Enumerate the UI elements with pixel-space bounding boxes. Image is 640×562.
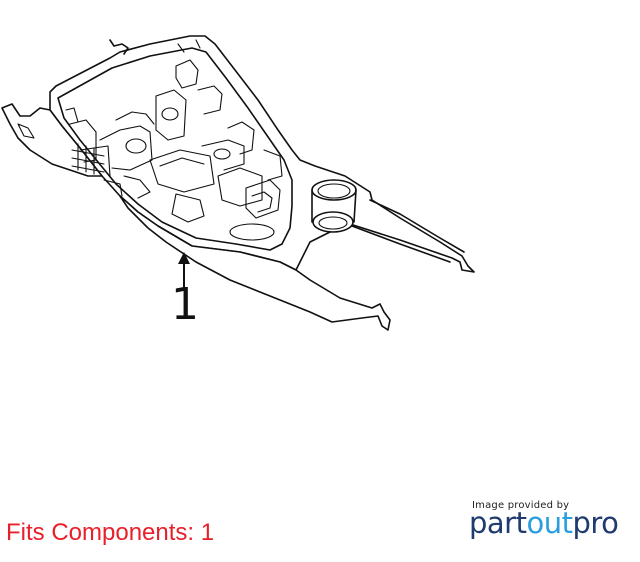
callout-arrow: [178, 252, 190, 287]
brand-pro: pro: [572, 506, 619, 540]
partoutpro-logo: partoutpro: [469, 505, 619, 541]
callout-number[interactable]: 1: [171, 279, 199, 330]
fits-components-text: Fits Components: 1: [6, 519, 215, 546]
console-body: [1, 35, 475, 331]
image-credit-text: Image provided by: [472, 500, 570, 511]
brand-out: out: [526, 506, 573, 540]
brand-part: part: [469, 506, 527, 540]
